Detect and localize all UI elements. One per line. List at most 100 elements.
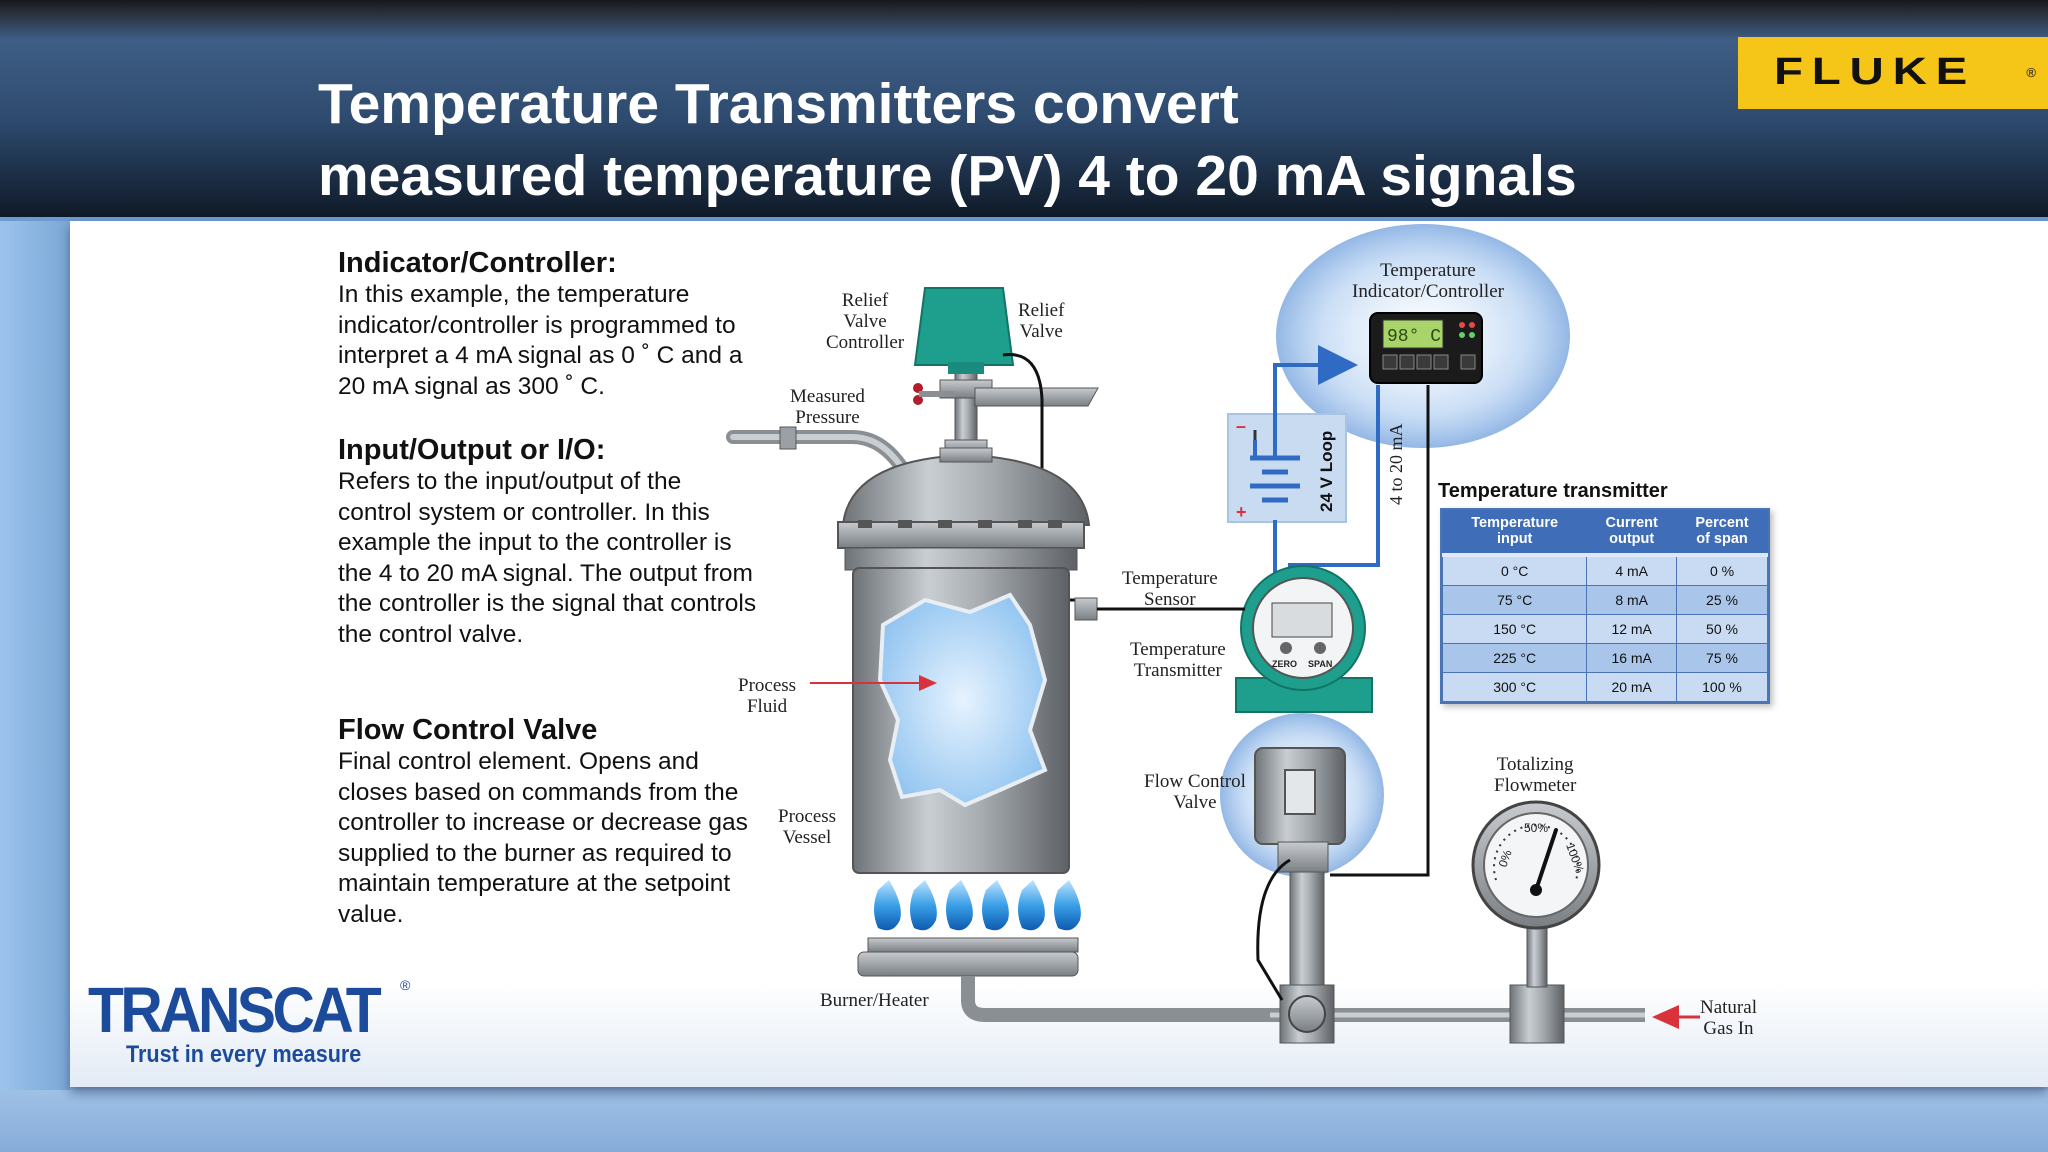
- table-cell: 25 %: [1676, 585, 1768, 615]
- label-flow-control-valve: Flow Control Valve: [1144, 771, 1246, 813]
- loop-supply-label: 24 V Loop: [1317, 431, 1336, 512]
- relief-valve-assembly: [913, 287, 1099, 602]
- label-line: Gas In: [1703, 1018, 1754, 1039]
- label-relief-valve: Relief Valve: [1018, 300, 1064, 342]
- burner-heater: [857, 880, 1270, 1022]
- label-line: Flow Control: [1144, 771, 1246, 792]
- section-body: Refers to the input/output of the contro…: [338, 468, 757, 648]
- header-line: of span: [1696, 531, 1748, 547]
- label-line: Valve: [843, 311, 887, 332]
- totalizing-flowmeter-gauge: [1471, 800, 1601, 930]
- title-line-2: measured temperature (PV) 4 to 20 mA sig…: [318, 144, 1577, 208]
- slide-header: Temperature Transmitters convert measure…: [0, 0, 2048, 221]
- table-cell: 300 °C: [1441, 672, 1588, 702]
- table-cell: 100 %: [1676, 672, 1768, 702]
- label-line: Natural: [1700, 997, 1757, 1018]
- span-label: SPAN: [1308, 659, 1332, 669]
- relief-valve-controller-actuator: [913, 287, 1015, 366]
- transcat-registered-mark: ®: [400, 977, 411, 993]
- label-line: Flowmeter: [1494, 775, 1577, 796]
- gauge-0-label: 0%: [1496, 848, 1515, 869]
- section-heading: Indicator/Controller:: [338, 247, 617, 279]
- table-row: 75 °C 8 mA 25 %: [1441, 585, 1768, 615]
- header-line: Percent: [1695, 515, 1749, 531]
- label-burner-heater: Burner/Heater: [820, 990, 929, 1011]
- transmitter-table-title: Temperature transmitter: [1438, 480, 1668, 502]
- footer-band: [0, 1090, 2048, 1152]
- table-row: 0 °C 4 mA 0 %: [1441, 554, 1768, 586]
- table-cell: 16 mA: [1586, 643, 1677, 673]
- temperature-transmitter: [1200, 565, 1373, 713]
- display-reading: 98° C: [1387, 327, 1441, 347]
- table-cell: 0 %: [1676, 554, 1768, 586]
- table-cell: 75 °C: [1441, 585, 1588, 615]
- label-line: Process: [738, 675, 797, 696]
- label-line: Temperature: [1122, 568, 1218, 589]
- table-cell: 4 mA: [1586, 554, 1677, 586]
- transcat-logo: TRANSCAT ® Trust in every measure: [88, 975, 428, 1075]
- fluke-registered-mark: ®: [2026, 65, 2036, 80]
- label-line: Valve: [1019, 321, 1063, 342]
- section-input-output: Input/Output or I/O: Refers to the input…: [338, 433, 758, 651]
- label-line: Transmitter: [1133, 660, 1222, 681]
- temperature-indicator-controller: [1369, 312, 1483, 384]
- label-natural-gas-in: Natural Gas In: [1700, 997, 1757, 1039]
- battery-minus-label: –: [1236, 416, 1246, 436]
- gauge-50-label: 50%: [1524, 821, 1548, 835]
- table-row: 225 °C 16 mA 75 %: [1441, 643, 1768, 673]
- table-cell: 20 mA: [1586, 672, 1677, 702]
- table-cell: 225 °C: [1441, 643, 1588, 673]
- slide-title: Temperature Transmitters convert measure…: [318, 68, 1577, 212]
- table-row: 150 °C 12 mA 50 %: [1441, 614, 1768, 644]
- section-heading: Flow Control Valve: [338, 714, 598, 746]
- section-flow-control-valve: Flow Control Valve Final control element…: [338, 713, 758, 931]
- table-cell: 12 mA: [1586, 614, 1677, 644]
- label-line: Totalizing: [1496, 754, 1574, 775]
- header-line: output: [1609, 531, 1655, 547]
- table-cell: 50 %: [1676, 614, 1768, 644]
- label-line: Sensor: [1144, 589, 1196, 610]
- label-measured-pressure: Measured Pressure: [790, 386, 865, 428]
- label-relief-valve-controller: Relief Valve Controller: [826, 290, 904, 353]
- label-temperature-sensor: Temperature Sensor: [1122, 568, 1218, 610]
- label-line: Pressure: [795, 407, 860, 428]
- label-temperature-indicator-controller: Temperature Indicator/Controller: [1352, 260, 1504, 302]
- loop-power-supply: [1227, 413, 1347, 523]
- title-line-1: Temperature Transmitters convert: [318, 72, 1239, 136]
- table-cell: 8 mA: [1586, 585, 1677, 615]
- section-heading: Input/Output or I/O:: [338, 434, 606, 466]
- label-line: Fluid: [746, 696, 788, 717]
- header-line: Current: [1605, 515, 1658, 531]
- section-body: In this example, the temperature indicat…: [338, 281, 743, 400]
- left-accent-strip: [0, 221, 70, 1152]
- table-cell: 150 °C: [1441, 614, 1588, 644]
- label-process-fluid: Process Fluid: [738, 675, 796, 717]
- table-cell: 75 %: [1676, 643, 1768, 673]
- table-row: 300 °C 20 mA 100 %: [1441, 672, 1768, 702]
- fluke-logo: FLUKE ®: [1738, 37, 2048, 109]
- label-line: Relief: [841, 290, 889, 311]
- label-line: Temperature: [1130, 639, 1226, 660]
- label-line: Temperature: [1380, 260, 1476, 281]
- transcat-logo-text: TRANSCAT: [88, 974, 382, 1046]
- label-line: Process: [778, 806, 837, 827]
- label-line: Relief: [1018, 300, 1065, 321]
- label-line: Burner/Heater: [820, 990, 929, 1011]
- table-cell: 0 °C: [1441, 554, 1588, 586]
- zero-label: ZERO: [1272, 659, 1297, 669]
- header-line: input: [1496, 531, 1533, 547]
- gas-supply-line: [1254, 747, 1645, 1044]
- section-indicator-controller: Indicator/Controller: In this example, t…: [338, 246, 758, 402]
- label-line: Vessel: [782, 827, 832, 848]
- battery-plus-label: +: [1236, 502, 1247, 522]
- section-body: Final control element. Opens and closes …: [338, 748, 748, 928]
- label-temperature-transmitter: Temperature Transmitter: [1130, 639, 1226, 681]
- signal-label: 4 to 20 mA: [1386, 423, 1406, 505]
- transcat-tagline: Trust in every measure: [126, 1041, 362, 1068]
- fluke-logo-text: FLUKE: [1774, 51, 1977, 93]
